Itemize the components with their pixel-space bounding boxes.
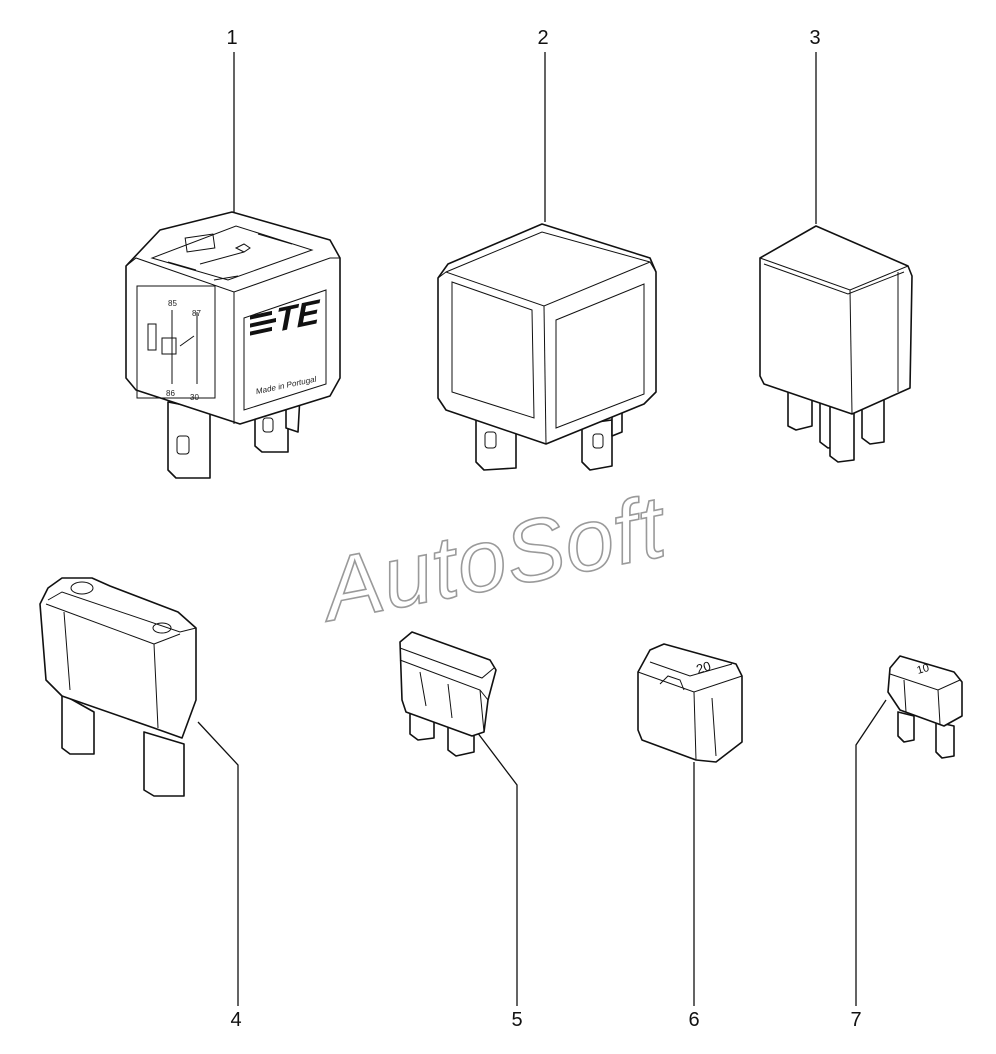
- fuse-maxi: [39, 577, 197, 797]
- pin-label-30: 30: [190, 393, 199, 402]
- fuse-7-body: [887, 655, 963, 727]
- pin-label-87: 87: [192, 309, 201, 318]
- fuse-7-blade: [935, 721, 955, 759]
- relay-2-label-panel: [555, 283, 645, 429]
- callout-6: 6: [688, 1009, 699, 1031]
- pin-label-85: 85: [168, 299, 177, 308]
- fuse-6-body: [637, 643, 743, 763]
- relay-2-pin: [581, 419, 613, 471]
- relay-3-body: [759, 225, 913, 415]
- fuse-7-blade: [897, 711, 915, 743]
- leader-line-4: [197, 721, 239, 1006]
- fuse-cartridge: 20: [637, 643, 743, 763]
- relay-mini: [759, 225, 913, 463]
- relay-2-body: [437, 223, 657, 445]
- callout-1: 1: [226, 27, 237, 49]
- fuse-4-blade: [143, 731, 185, 797]
- callout-4: 4: [230, 1009, 241, 1031]
- callout-2: 2: [537, 27, 548, 49]
- leader-line-5: [476, 731, 518, 1006]
- watermark-text: AutoSoft: [310, 476, 676, 641]
- fuse-standard: [399, 631, 497, 757]
- pin-label-86: 86: [166, 389, 175, 398]
- fuse-4-blade: [61, 693, 95, 755]
- fuse-mini: 10: [887, 655, 963, 759]
- fuse-6-rating: 20: [694, 658, 712, 677]
- fuse-7-rating: 10: [916, 662, 931, 677]
- callout-3: 3: [809, 27, 820, 49]
- watermark: AutoSoft: [309, 475, 676, 641]
- callout-7: 7: [850, 1009, 861, 1031]
- relay-1-brand-panel: [243, 289, 327, 411]
- relay-plain: [437, 223, 657, 471]
- relay-1-schematic-panel: [136, 285, 216, 399]
- callout-5: 5: [511, 1009, 522, 1031]
- leader-line-7: [855, 699, 887, 1006]
- relay-te: 85 87 86 30 TE Made in Portugal: [125, 211, 341, 479]
